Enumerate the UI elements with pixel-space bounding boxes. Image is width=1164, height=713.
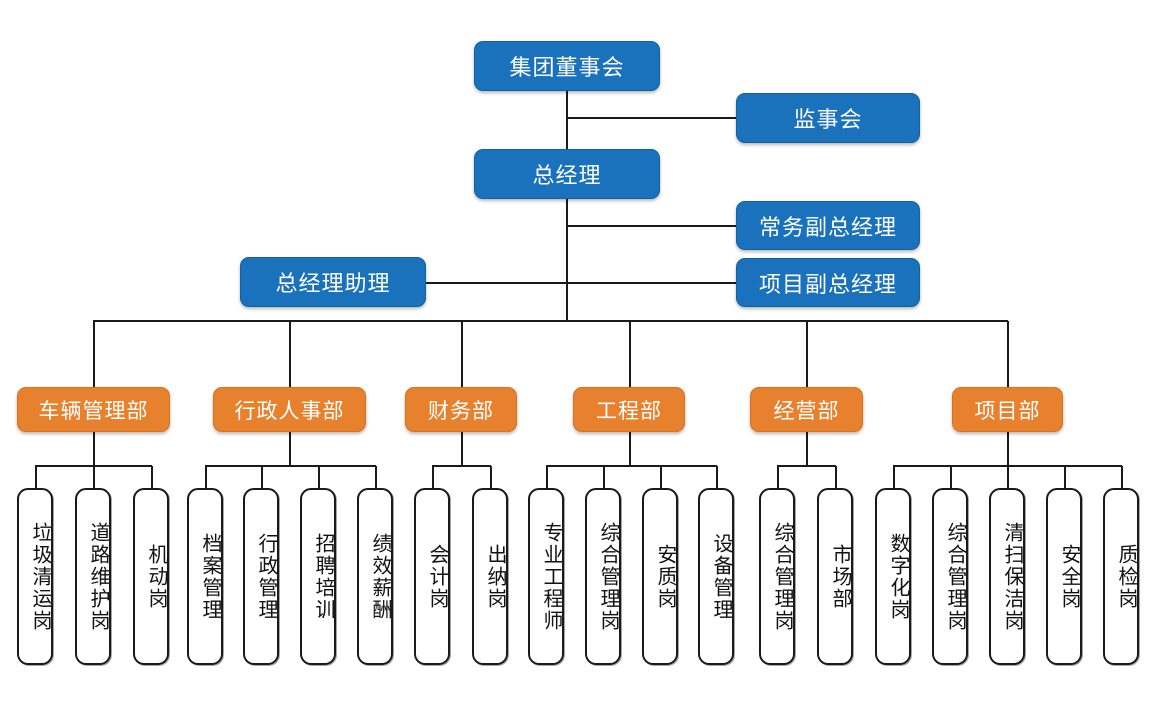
leaf-label: 清扫保洁岗	[1001, 521, 1023, 632]
node-position-engineering-1[interactable]: 综合管理岗	[585, 488, 621, 665]
leaf-label: 安全岗	[1058, 543, 1080, 610]
leaf-label: 绩效薪酬	[369, 532, 391, 621]
connector-gm-assistant-to-trunk	[426, 282, 568, 284]
connector-engineering-leaf-1	[603, 466, 605, 488]
leaf-label: 道路维护岗	[87, 521, 109, 632]
node-position-finance-1[interactable]: 出纳岗	[472, 488, 508, 665]
connector-vehicle-leaf-1	[93, 466, 95, 488]
connector-bus-to-finance	[461, 321, 463, 387]
node-position-operations-0[interactable]: 综合管理岗	[759, 488, 795, 665]
connector-admin-hr-leaf-1	[261, 466, 263, 488]
connector-bus-to-operations	[806, 321, 808, 387]
node-position-finance-0[interactable]: 会计岗	[414, 488, 450, 665]
connector-vehicle-stem	[93, 432, 95, 466]
connector-department-bus	[93, 320, 1008, 322]
node-position-project-0[interactable]: 数字化岗	[875, 488, 911, 665]
node-supervisory-board[interactable]: 监事会	[736, 93, 920, 143]
node-position-engineering-2[interactable]: 安质岗	[642, 488, 678, 665]
node-general-manager[interactable]: 总经理	[474, 149, 660, 199]
leaf-label: 质检岗	[1115, 543, 1137, 610]
connector-project-leaf-1	[950, 466, 952, 488]
connector-project-leaf-4	[1121, 466, 1123, 488]
node-position-project-2[interactable]: 清扫保洁岗	[989, 488, 1025, 665]
connector-gm-trunk	[566, 199, 568, 322]
connector-project-stem	[1007, 432, 1009, 466]
connector-operations-leaf-1	[835, 466, 837, 488]
connector-finance-leaf-0	[432, 466, 434, 488]
connector-vehicle-leaf-2	[151, 466, 153, 488]
connector-admin-hr-leaf-0	[205, 466, 207, 488]
node-department-finance[interactable]: 财务部	[405, 387, 517, 432]
leaf-label: 综合管理岗	[771, 521, 793, 632]
leaf-label: 机动岗	[145, 543, 167, 610]
node-position-admin-hr-1[interactable]: 行政管理	[243, 488, 279, 665]
node-position-project-1[interactable]: 综合管理岗	[932, 488, 968, 665]
node-executive-deputy-gm[interactable]: 常务副总经理	[736, 201, 920, 250]
connector-board-to-gm	[566, 91, 568, 150]
node-department-operations[interactable]: 经营部	[750, 387, 863, 432]
connector-admin-hr-leaf-3	[375, 466, 377, 488]
node-department-project[interactable]: 项目部	[952, 387, 1063, 432]
leaf-label: 设备管理	[710, 532, 732, 621]
leaf-label: 专业工程师	[540, 521, 562, 632]
node-department-vehicle[interactable]: 车辆管理部	[17, 387, 170, 432]
node-position-vehicle-2[interactable]: 机动岗	[133, 488, 169, 665]
node-gm-assistant[interactable]: 总经理助理	[240, 257, 426, 307]
leaf-label: 综合管理岗	[944, 521, 966, 632]
node-department-admin-hr[interactable]: 行政人事部	[213, 387, 366, 432]
leaf-label: 综合管理岗	[597, 521, 619, 632]
node-position-admin-hr-3[interactable]: 绩效薪酬	[357, 488, 393, 665]
connector-bus-to-project	[1007, 321, 1009, 387]
connector-operations-sub-bus	[777, 465, 836, 467]
node-position-project-3[interactable]: 安全岗	[1046, 488, 1082, 665]
node-board[interactable]: 集团董事会	[474, 41, 660, 91]
connector-admin-hr-sub-bus	[205, 465, 376, 467]
connector-finance-stem	[461, 432, 463, 466]
connector-admin-hr-leaf-2	[318, 466, 320, 488]
connector-project-leaf-0	[893, 466, 895, 488]
connector-operations-stem	[806, 432, 808, 466]
node-position-admin-hr-2[interactable]: 招聘培训	[300, 488, 336, 665]
leaf-label: 垃圾清运岗	[29, 521, 51, 632]
connector-bus-to-vehicle	[93, 321, 95, 387]
connector-finance-sub-bus	[432, 465, 491, 467]
leaf-label: 招聘培训	[312, 532, 334, 621]
connector-bus-to-engineering	[629, 321, 631, 387]
connector-engineering-leaf-0	[546, 466, 548, 488]
node-position-vehicle-0[interactable]: 垃圾清运岗	[17, 488, 53, 665]
connector-gm-to-exec-deputy	[566, 225, 736, 227]
node-department-engineering[interactable]: 工程部	[573, 387, 685, 432]
node-position-project-4[interactable]: 质检岗	[1103, 488, 1139, 665]
connector-project-leaf-3	[1064, 466, 1066, 488]
leaf-label: 数字化岗	[887, 532, 909, 621]
connector-board-to-supervisory	[566, 117, 736, 119]
leaf-label: 市场部	[829, 543, 851, 610]
connector-admin-hr-stem	[289, 432, 291, 466]
node-position-vehicle-1[interactable]: 道路维护岗	[75, 488, 111, 665]
leaf-label: 档案管理	[199, 532, 221, 621]
leaf-label: 安质岗	[654, 543, 676, 610]
node-position-operations-1[interactable]: 市场部	[817, 488, 853, 665]
connector-vehicle-leaf-0	[35, 466, 37, 488]
connector-engineering-leaf-2	[660, 466, 662, 488]
connector-operations-leaf-0	[777, 466, 779, 488]
connector-bus-to-admin-hr	[289, 321, 291, 387]
connector-project-leaf-2	[1007, 466, 1009, 488]
connector-engineering-sub-bus	[546, 465, 717, 467]
connector-gm-to-project-deputy	[566, 282, 736, 284]
node-position-engineering-0[interactable]: 专业工程师	[528, 488, 564, 665]
node-project-deputy-gm[interactable]: 项目副总经理	[736, 258, 920, 307]
connector-finance-leaf-1	[490, 466, 492, 488]
connector-engineering-stem	[629, 432, 631, 466]
connector-engineering-leaf-3	[716, 466, 718, 488]
leaf-label: 行政管理	[255, 532, 277, 621]
leaf-label: 会计岗	[426, 543, 448, 610]
leaf-label: 出纳岗	[484, 543, 506, 610]
node-position-engineering-3[interactable]: 设备管理	[698, 488, 734, 665]
node-position-admin-hr-0[interactable]: 档案管理	[187, 488, 223, 665]
